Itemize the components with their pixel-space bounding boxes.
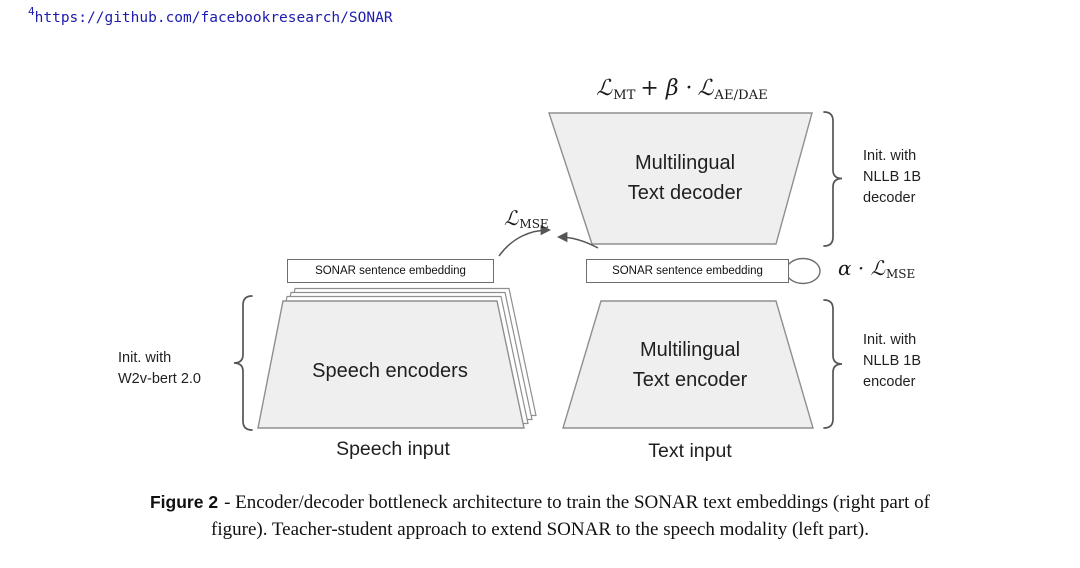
decoder-trapezoid xyxy=(548,112,813,245)
init-line: Init. with xyxy=(118,350,172,366)
speech-encoders-label: Speech encoders xyxy=(312,360,468,382)
encoder-label-line1: Multilingual xyxy=(639,339,741,361)
encoder-label: Multilingual Text encoder xyxy=(590,335,790,395)
decoder-label-line2: Text decoder xyxy=(627,182,743,204)
self-loop-arrow xyxy=(785,257,821,285)
encoder-brace xyxy=(823,299,843,429)
mse-L: ℒ xyxy=(504,206,519,230)
encoder-trapezoid xyxy=(562,300,814,429)
init-line: NLLB 1B xyxy=(863,169,922,185)
alpha-prefix: α · xyxy=(838,256,865,280)
decoder-brace xyxy=(823,111,843,247)
formula-operator: + β · xyxy=(640,76,693,101)
decoder-init-label: Init. with NLLB 1B decoder xyxy=(863,146,921,209)
loss-formula: ℒMT+ β ·ℒAE/DAE xyxy=(532,76,832,103)
alpha-L: ℒ xyxy=(870,256,885,280)
init-line: encoder xyxy=(863,374,916,390)
mse-arrow-right xyxy=(556,231,599,249)
speech-encoder-front xyxy=(257,300,525,429)
speech-brace xyxy=(233,295,253,431)
formula-term: ℒ xyxy=(697,76,714,101)
init-line: W2v-bert 2.0 xyxy=(118,371,201,387)
formula-subscript: MT xyxy=(613,87,636,103)
speech-encoder-stack xyxy=(257,287,537,429)
caption-line2: figure). Teacher-student approach to ext… xyxy=(211,519,869,540)
decoder-label-line1: Multilingual xyxy=(634,152,736,174)
sonar-embedding-left-label: SONAR sentence embedding xyxy=(315,265,466,277)
init-line: Init. with xyxy=(863,332,917,348)
init-line: Init. with xyxy=(863,148,917,164)
footnote: 4https://github.com/facebookresearch/SON… xyxy=(28,5,393,27)
mse-subscript: MSE xyxy=(519,217,549,232)
init-line: NLLB 1B xyxy=(863,353,922,369)
decoder-label: Multilingual Text decoder xyxy=(575,148,795,208)
alpha-mse-label: α · ℒMSE xyxy=(838,256,915,281)
caption-label: Figure 2 xyxy=(149,492,219,512)
alpha-subscript: MSE xyxy=(886,267,916,282)
encoder-init-label: Init. with NLLB 1B encoder xyxy=(863,330,921,393)
caption-line1: Figure 2- Encoder/decoder bottleneck arc… xyxy=(35,489,1045,516)
mse-loss-label: ℒMSE xyxy=(504,206,549,231)
sonar-embedding-right-label: SONAR sentence embedding xyxy=(612,265,763,277)
encoder-label-line2: Text encoder xyxy=(632,369,748,391)
init-line: decoder xyxy=(863,190,916,206)
formula-term: ℒ xyxy=(596,76,613,101)
sonar-embedding-box-right: SONAR sentence embedding xyxy=(586,259,789,283)
caption-text-line1: - Encoder/decoder bottleneck architectur… xyxy=(224,492,930,513)
sonar-embedding-box-left: SONAR sentence embedding xyxy=(287,259,494,283)
mse-arrow-left xyxy=(498,224,552,257)
figure-caption: Figure 2- Encoder/decoder bottleneck arc… xyxy=(35,489,1045,543)
speech-input-label: Speech input xyxy=(336,438,450,460)
formula-subscript: AE/DAE xyxy=(714,87,768,103)
footnote-link[interactable]: https://github.com/facebookresearch/SONA… xyxy=(34,10,393,26)
text-input-label: Text input xyxy=(648,440,732,462)
footnote-marker: 4 xyxy=(28,5,35,18)
speech-init-label: Init. with W2v-bert 2.0 xyxy=(118,348,201,390)
